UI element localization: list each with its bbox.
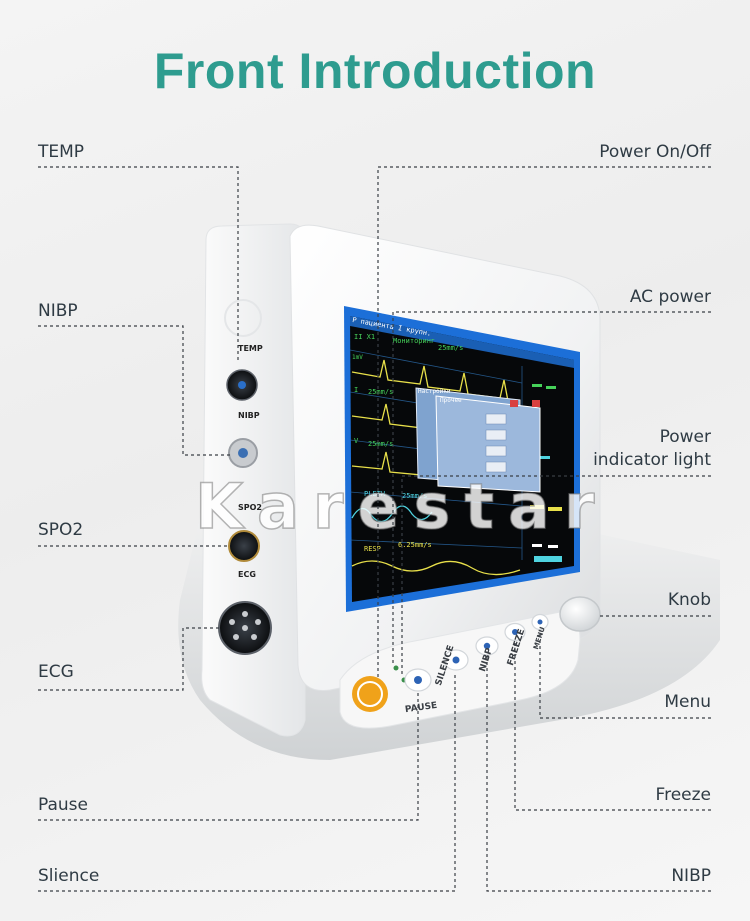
- label-ecg: ECG: [38, 662, 74, 682]
- settings-dialog-title: Настройки: [418, 388, 451, 395]
- screen-lead-top: II X1: [354, 333, 376, 341]
- ac-power-leader: [392, 311, 711, 665]
- device-ecg-label: ECG: [238, 570, 256, 579]
- device-spo2-label: SPO2: [238, 503, 262, 512]
- label-power-onoff: Power On/Off: [599, 142, 711, 162]
- label-power-indicator-1: Power: [659, 427, 711, 447]
- label-menu: Menu: [664, 692, 711, 712]
- label-nibp-left: NIBP: [38, 301, 78, 321]
- ac-power-light: [393, 665, 399, 671]
- watermark: Karestar: [194, 469, 609, 544]
- label-slience: Slience: [38, 866, 100, 886]
- screen-lead-i: I: [354, 386, 359, 394]
- settings-subdialog-title: Прочее: [440, 397, 462, 404]
- label-ac-power: AC power: [629, 287, 711, 307]
- knob: [559, 596, 601, 632]
- temp-port-ring: [224, 299, 262, 337]
- screen-pleth-speed: 25mm/s: [402, 492, 428, 500]
- screen-lead-v: V: [354, 437, 359, 445]
- screen-scale: 1mV: [352, 354, 363, 361]
- freeze-leader: [514, 641, 711, 811]
- screen-resp-speed: 6.25mm/s: [398, 541, 432, 549]
- ecg-leader: [38, 627, 220, 691]
- device-nibp-label: NIBP: [238, 411, 260, 420]
- nibp-right-leader: [486, 655, 711, 892]
- label-freeze: Freeze: [655, 785, 711, 805]
- menu-leader: [539, 630, 711, 719]
- screen-mode: Мониторинг: [393, 337, 436, 345]
- label-power-indicator-2: indicator light: [593, 450, 711, 470]
- screen-lead-i-speed: 25mm/s: [368, 388, 394, 396]
- pleth-wave: [351, 505, 433, 523]
- screen-top-speed: 25mm/s: [438, 344, 464, 352]
- spo2-port: [228, 530, 260, 562]
- page-title: Front Introduction: [153, 43, 597, 99]
- label-nibp-right: NIBP: [671, 866, 711, 886]
- power-indicator-leader: [401, 475, 711, 677]
- resp-wave: [351, 560, 521, 576]
- ecg-wave-ii: [351, 359, 521, 404]
- label-knob: Knob: [667, 590, 711, 610]
- screen-pleth: PLETH: [364, 490, 386, 498]
- settings-subdialog: [435, 395, 541, 493]
- label-spo2: SPO2: [38, 520, 84, 540]
- power-onoff-leader: [377, 166, 711, 680]
- temp-leader: [38, 166, 239, 360]
- slience-leader: [38, 672, 456, 892]
- label-pause: Pause: [38, 795, 88, 815]
- screen-lead-v-speed: 25mm/s: [368, 440, 394, 448]
- screen-resp: RESP: [364, 545, 381, 553]
- label-temp: TEMP: [38, 142, 85, 162]
- pause-leader: [38, 692, 419, 821]
- device-temp-label: TEMP: [238, 344, 263, 353]
- nibp-left-leader: [38, 325, 230, 456]
